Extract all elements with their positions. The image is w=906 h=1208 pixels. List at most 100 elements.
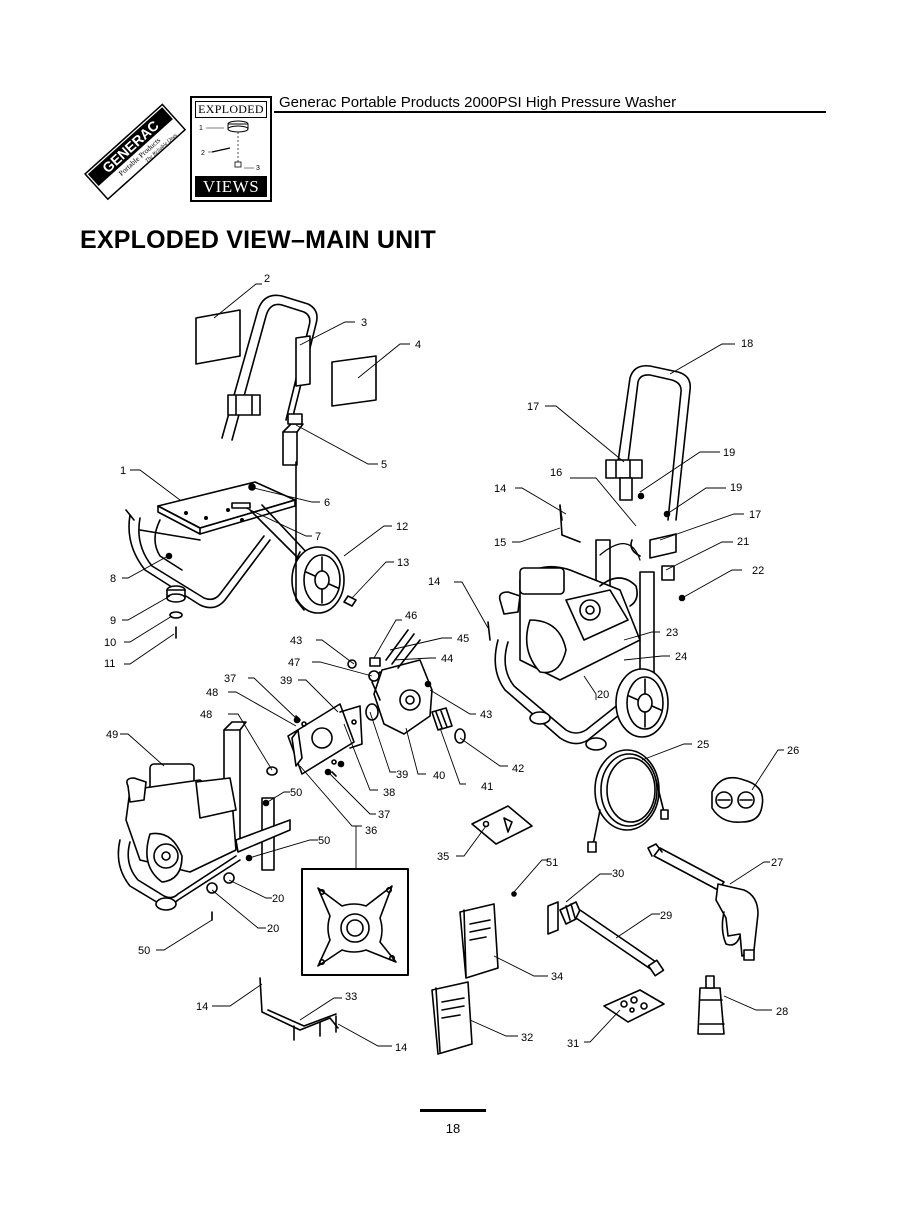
callout-number: 5 [381, 459, 387, 471]
callout-number: 39 [280, 675, 292, 687]
callout-number: 20 [272, 893, 284, 905]
decals-2-3-4 [195, 309, 377, 407]
callout-number: 25 [697, 739, 709, 751]
callout-number: 34 [551, 971, 563, 983]
badge-top-label: EXPLODED [195, 101, 267, 118]
callout-number: 10 [104, 637, 116, 649]
callout-number: 17 [527, 401, 539, 413]
callout-number: 50 [138, 945, 150, 957]
callout-numbers: 2 3 4 18 17 19 16 14 19 17 1 5 6 7 12 15… [104, 273, 799, 1054]
callout-number: 46 [405, 610, 417, 622]
callout-number: 19 [723, 447, 735, 459]
callout-number: 19 [730, 482, 742, 494]
callout-number: 15 [494, 537, 506, 549]
right-frame [494, 504, 655, 751]
right-handle [605, 364, 692, 581]
callout-number: 36 [365, 825, 377, 837]
callout-number: 11 [104, 658, 115, 670]
callout-number: 47 [288, 657, 300, 669]
frame-base [125, 461, 311, 609]
frame-handle-assembly [221, 294, 318, 466]
callout-number: 1 [120, 465, 126, 477]
callout-number: 27 [771, 857, 783, 869]
callout-number: 48 [206, 687, 218, 699]
callout-number: 4 [415, 339, 421, 351]
callout-number: 51 [546, 857, 558, 869]
callout-number: 7 [315, 531, 321, 543]
page-number: 18 [445, 1121, 461, 1136]
callout-number: 37 [224, 673, 236, 685]
exploded-views-badge: EXPLODED 1 2 3 VIEWS [190, 96, 272, 202]
callout-number: 31 [567, 1038, 579, 1050]
lance-wand [547, 901, 665, 977]
callout-number: 22 [752, 565, 764, 577]
callout-number: 37 [378, 809, 390, 821]
leader-lines [120, 283, 784, 1047]
page-number-rule [420, 1109, 486, 1112]
callout-number: 48 [200, 709, 212, 721]
left-engine-assembly [117, 721, 291, 921]
callout-number: 17 [749, 509, 761, 521]
callout-number: 30 [612, 868, 624, 880]
callout-number: 33 [345, 991, 357, 1003]
badge-art: 1 2 3 [199, 120, 260, 172]
right-wheel [615, 668, 669, 738]
seal-kit-31 [603, 989, 665, 1023]
spray-gun [647, 843, 759, 961]
callout-number: 43 [480, 709, 492, 721]
callout-number: 20 [597, 689, 609, 701]
callout-number: 44 [441, 653, 453, 665]
callout-number: 14 [196, 1001, 208, 1013]
callout-number: 42 [512, 763, 524, 775]
callout-number: 35 [437, 851, 449, 863]
callout-number: 21 [737, 536, 749, 548]
header-rule [274, 111, 826, 113]
callout-number: 40 [433, 770, 445, 782]
callout-number: 20 [267, 923, 279, 935]
callout-number: 45 [457, 633, 469, 645]
callout-number: 41 [481, 781, 493, 793]
detail-box-36 [301, 868, 409, 976]
badge-number-1: 1 [199, 125, 203, 132]
badge-bottom-label: VIEWS [195, 176, 267, 197]
label-card-35 [471, 805, 533, 845]
callout-number: 3 [361, 317, 367, 329]
callout-number: 6 [324, 497, 330, 509]
generac-logo: GENERAC Portable Products The Reliable O… [84, 103, 187, 201]
callout-number: 18 [741, 338, 753, 350]
callout-number: 50 [290, 787, 302, 799]
badge-number-3: 3 [256, 165, 260, 172]
plug-51 [511, 891, 517, 897]
callout-number: 14 [395, 1042, 407, 1054]
callout-number: 14 [428, 576, 440, 588]
small-parts-left [165, 413, 357, 639]
nozzle-holder [711, 776, 764, 824]
callout-number: 23 [666, 627, 678, 639]
callout-number: 29 [660, 910, 672, 922]
page-heading: EXPLODED VIEW–MAIN UNIT [80, 226, 437, 254]
pump-assembly [347, 629, 466, 744]
callout-number: 2 [264, 273, 270, 285]
manual-34 [459, 903, 499, 979]
manual-32 [431, 981, 473, 1055]
left-wheel [291, 546, 345, 614]
callout-number: 38 [383, 787, 395, 799]
oil-bottle-28 [697, 975, 725, 1035]
callout-number: 28 [776, 1006, 788, 1018]
bracket-33 [259, 977, 339, 1041]
callout-number: 16 [550, 467, 562, 479]
callout-number: 26 [787, 745, 799, 757]
high-pressure-hose [587, 749, 669, 853]
callout-number: 49 [106, 729, 118, 741]
callout-number: 9 [110, 615, 116, 627]
callout-number: 50 [318, 835, 330, 847]
badge-number-2: 2 [201, 150, 205, 157]
callout-number: 13 [397, 557, 409, 569]
callout-number: 12 [396, 521, 408, 533]
callout-number: 8 [110, 573, 116, 585]
callout-number: 24 [675, 651, 687, 663]
pump-flange-parts [266, 703, 379, 777]
callout-number: 43 [290, 635, 302, 647]
callout-number: 14 [494, 483, 506, 495]
